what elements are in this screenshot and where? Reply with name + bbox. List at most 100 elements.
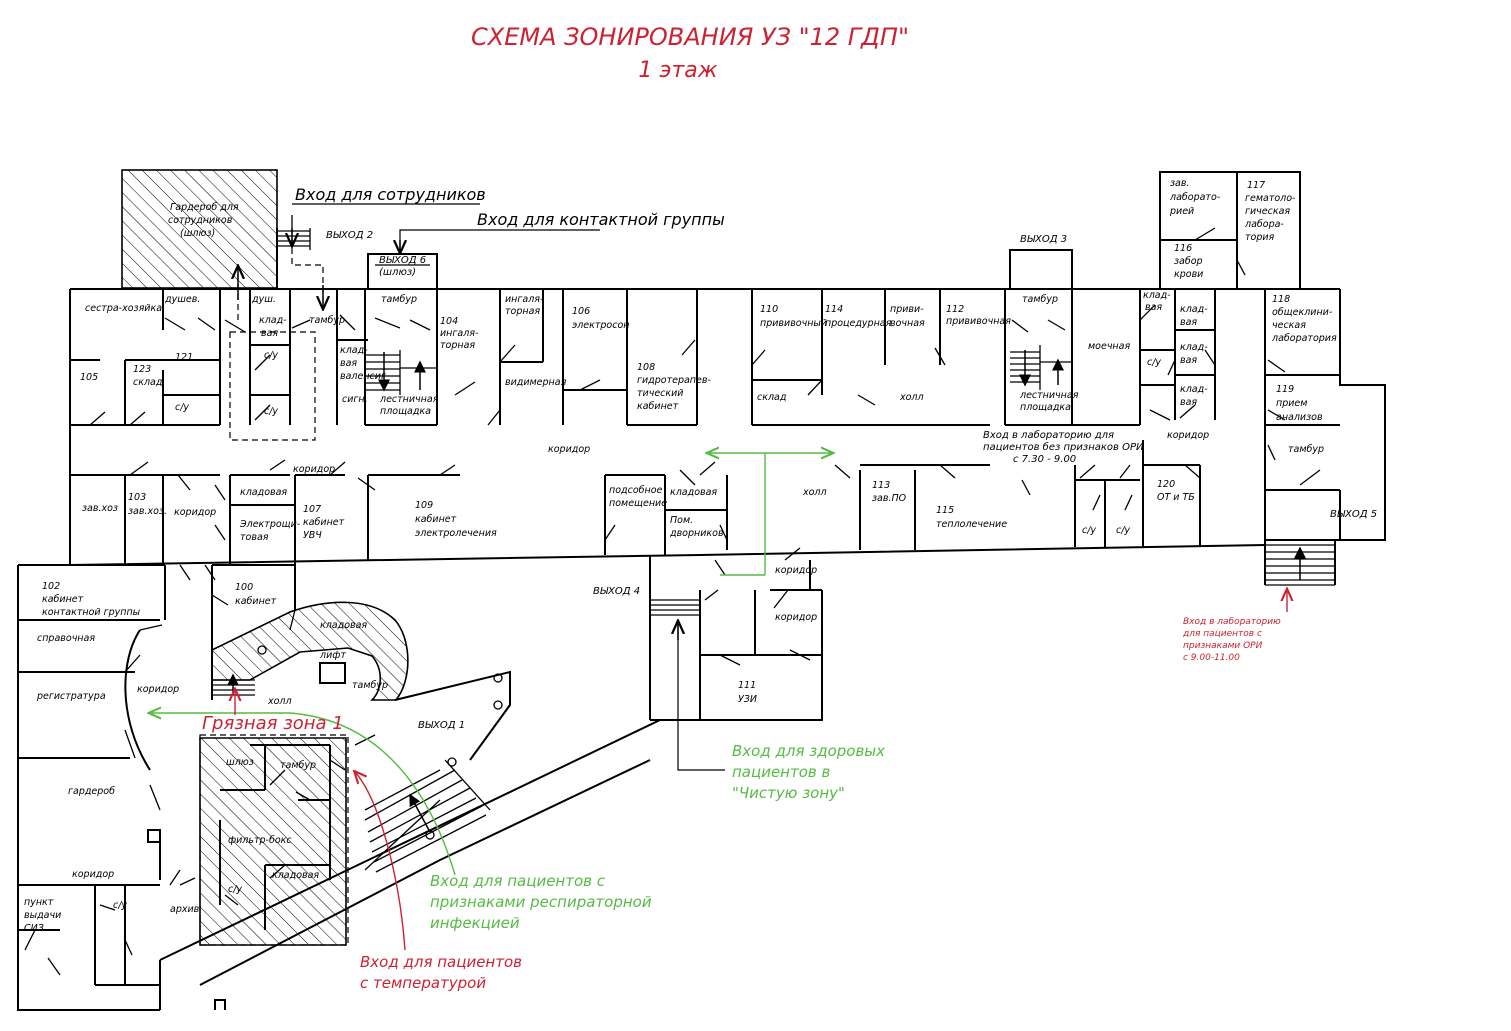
room-label: прививочный: [760, 318, 827, 329]
room-label: клад-: [1180, 304, 1208, 315]
room-label: кладовая: [272, 870, 319, 881]
room-label: шлюз: [226, 757, 254, 768]
room-label: 121: [175, 352, 193, 363]
room-label: подсобное: [609, 485, 663, 496]
room-label: клад-: [1143, 290, 1171, 301]
small-box: [147, 829, 161, 843]
room-label: гидротерапев-: [637, 375, 711, 386]
exit-2-label: ВЫХОД 2: [326, 230, 373, 241]
black-arrows: [227, 203, 1306, 833]
lab-ari-line3: признаками ОРИ: [1183, 641, 1263, 651]
room-label: с/у: [113, 900, 127, 911]
room-label: тамбур: [352, 680, 388, 691]
room-label: забор: [1174, 256, 1203, 267]
lab-noari-line3: с 7.30 - 9.00: [1013, 454, 1076, 465]
room-label: моечная: [1088, 341, 1130, 352]
room-label: 100: [235, 582, 253, 593]
exit-6-label-2: (шлюз): [379, 267, 416, 278]
room-label: контактной группы: [42, 607, 141, 618]
room-label: холл: [267, 696, 292, 707]
lab-ari-line1: Вход в лабораторию: [1183, 617, 1281, 627]
room-label: коридор: [548, 444, 590, 455]
room-label: рией: [1169, 206, 1194, 217]
room-label: душев.: [164, 294, 200, 305]
room-label: анализов: [1276, 412, 1323, 423]
room-label: 117: [1247, 180, 1265, 191]
room-label: выдачи: [24, 910, 61, 921]
room-label: тамбур: [1022, 294, 1058, 305]
exit-1-label: ВЫХОД 1: [418, 720, 465, 731]
room-label: 105: [80, 372, 98, 383]
exit1-hall-wall: [394, 670, 511, 761]
room-label: 109: [415, 500, 433, 511]
room-label: 107: [303, 504, 321, 515]
lab-ari-line2: для пациентов с: [1182, 629, 1262, 639]
room-label: прием: [1276, 398, 1307, 409]
room-label: коридор: [1167, 430, 1209, 441]
room-label: тамбур: [280, 760, 316, 771]
room-label: 119: [1276, 384, 1294, 395]
room-label: склад: [757, 392, 787, 403]
column-2: [493, 700, 503, 710]
exit-4-label: ВЫХОД 4: [593, 586, 640, 597]
exit-6-label-1: ВЫХОД 6: [379, 255, 426, 266]
room-label: коридор: [174, 507, 216, 518]
room-label: зав.хоз.: [128, 506, 167, 517]
room-label: электросон: [572, 320, 630, 331]
room-label: ингаля-: [440, 328, 479, 339]
room-label: коридор: [775, 565, 817, 576]
room-label: 120: [1157, 479, 1175, 490]
outer-walls: [17, 171, 1386, 1011]
room-label: вая: [261, 328, 278, 339]
room-label: Пом.: [670, 515, 693, 526]
room-label: электролечения: [415, 528, 497, 539]
room-label: кабинет: [637, 401, 679, 412]
room-label: тамбур: [309, 315, 345, 326]
room-label: с/у: [1147, 357, 1161, 368]
room-label: вочная: [890, 318, 925, 329]
room-label: пункт: [24, 897, 54, 908]
room-label: гематоло-: [1245, 193, 1296, 204]
room-label: коридор: [72, 869, 114, 880]
room-label: лабора-: [1244, 219, 1284, 230]
room-label: зав.ПО: [872, 493, 907, 504]
room-label: коридор: [137, 684, 179, 695]
temp-entrance-line2: с температурой: [360, 974, 486, 992]
room-label: кабинет: [415, 514, 457, 525]
room-label: с/у: [264, 406, 278, 417]
room-label: с/у: [1082, 525, 1096, 536]
room-label: кладовая: [670, 487, 717, 498]
room-label: тамбур: [381, 294, 417, 305]
room-label: товая: [240, 532, 269, 543]
room-label: 104: [440, 316, 458, 327]
column-5: [257, 645, 267, 655]
staff-wardrobe-hatched: [121, 169, 278, 289]
lab-noari-line1: Вход в лабораторию для: [983, 429, 1114, 441]
room-label: торная: [440, 340, 475, 351]
staff-entrance-label: Вход для сотрудников: [295, 185, 486, 204]
column-3: [447, 757, 457, 767]
room-label: регистратура: [36, 691, 106, 702]
lab-noari-line2: пациентов без признаков ОРИ: [983, 441, 1144, 453]
room-label: 118: [1272, 294, 1290, 305]
room-label: тория: [1245, 232, 1275, 243]
room-label: 102: [42, 581, 60, 592]
room-label: кабинет: [235, 596, 277, 607]
room-label: дворников: [669, 528, 724, 539]
room-label: 106: [572, 306, 590, 317]
room-label: 115: [936, 505, 954, 516]
room-label: 114: [825, 304, 843, 315]
room-label: 108: [637, 362, 655, 373]
red-arrows: [235, 590, 1287, 951]
room-label: площадка: [1020, 402, 1071, 413]
room-label: архив: [170, 904, 200, 915]
room-label: лестничная: [379, 394, 439, 405]
room-label: 103: [128, 492, 146, 503]
room-label: кабинет: [303, 517, 345, 528]
resp-entrance-line3: инфекцией: [430, 914, 520, 932]
room-label: торная: [505, 306, 540, 317]
room-label: СИЗ: [24, 923, 44, 934]
room-label: кладовая: [320, 620, 367, 631]
room-label: зав.хоз: [82, 503, 118, 514]
